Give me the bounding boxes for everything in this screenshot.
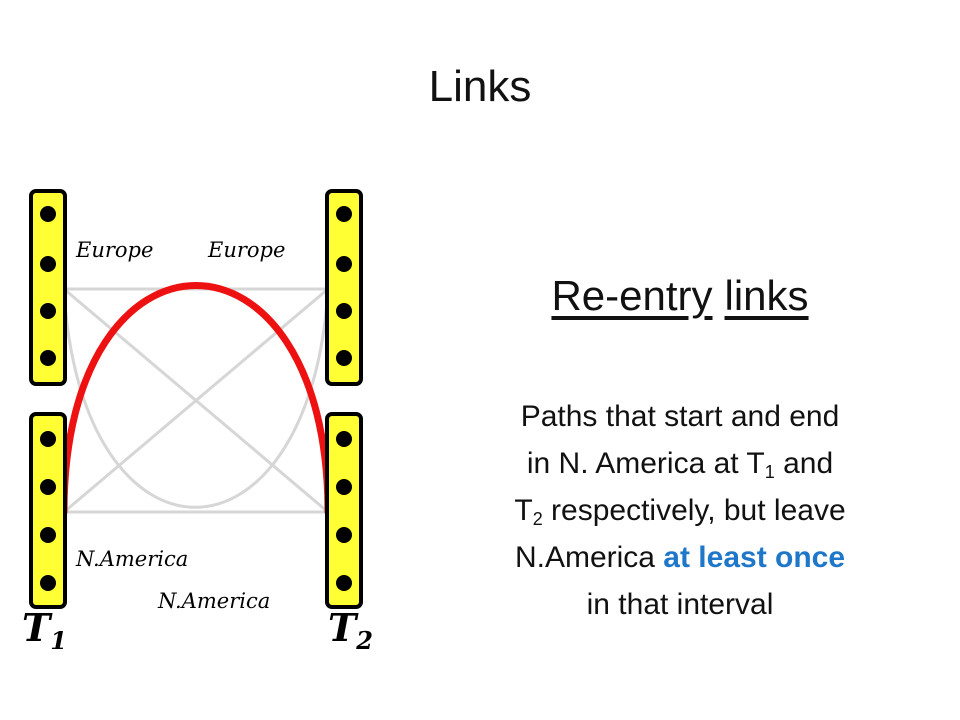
desc-line-3-sub: 2 <box>532 509 543 529</box>
desc-line-2-a: in N. America at T <box>526 447 765 480</box>
heading-word-1: Re-entry <box>551 272 713 319</box>
timestep-label-t2: T2 <box>328 605 373 655</box>
desc-line-3-b: respectively, but leave <box>542 494 846 527</box>
label-europe-t1: Europe <box>75 238 153 262</box>
slide-title: Links <box>428 62 532 111</box>
column-t1-namerica <box>29 412 67 609</box>
desc-line-5: in that interval <box>586 588 774 621</box>
desc-line-2-b: and <box>774 447 834 480</box>
desc-line-4: N.America at least once <box>450 534 910 581</box>
timestep-t1-sub: 1 <box>50 626 67 655</box>
timestep-t1-letter: T <box>22 605 53 650</box>
column-t2-europe <box>325 189 363 386</box>
desc-line-3: T2 respectively, but leave <box>450 487 910 534</box>
link-lines <box>62 287 330 514</box>
timestep-t2-letter: T <box>328 605 359 650</box>
desc-highlight: at least once <box>663 541 846 574</box>
reentry-link-curve <box>60 282 332 516</box>
desc-line-4-a: N.America <box>514 541 664 574</box>
timestep-label-t1: T1 <box>22 605 67 655</box>
reentry-description: Paths that start and end in N. America a… <box>450 393 910 628</box>
desc-line-3-a: T <box>514 494 533 527</box>
label-namerica-t1: N.America <box>75 547 188 571</box>
label-namerica-t2: N.America <box>157 589 270 613</box>
timestep-t2-sub: 2 <box>355 626 373 655</box>
label-europe-t2: Europe <box>207 238 285 262</box>
desc-line-2-sub: 1 <box>764 462 775 482</box>
column-t2-namerica <box>325 412 363 609</box>
desc-line-2: in N. America at T1 and <box>450 440 910 487</box>
heading-word-2: links <box>724 272 809 319</box>
link-namerica-t1-to-europe-t2 <box>63 287 329 514</box>
column-t1-europe <box>29 189 67 386</box>
desc-line-1: Paths that start and end <box>520 400 840 433</box>
